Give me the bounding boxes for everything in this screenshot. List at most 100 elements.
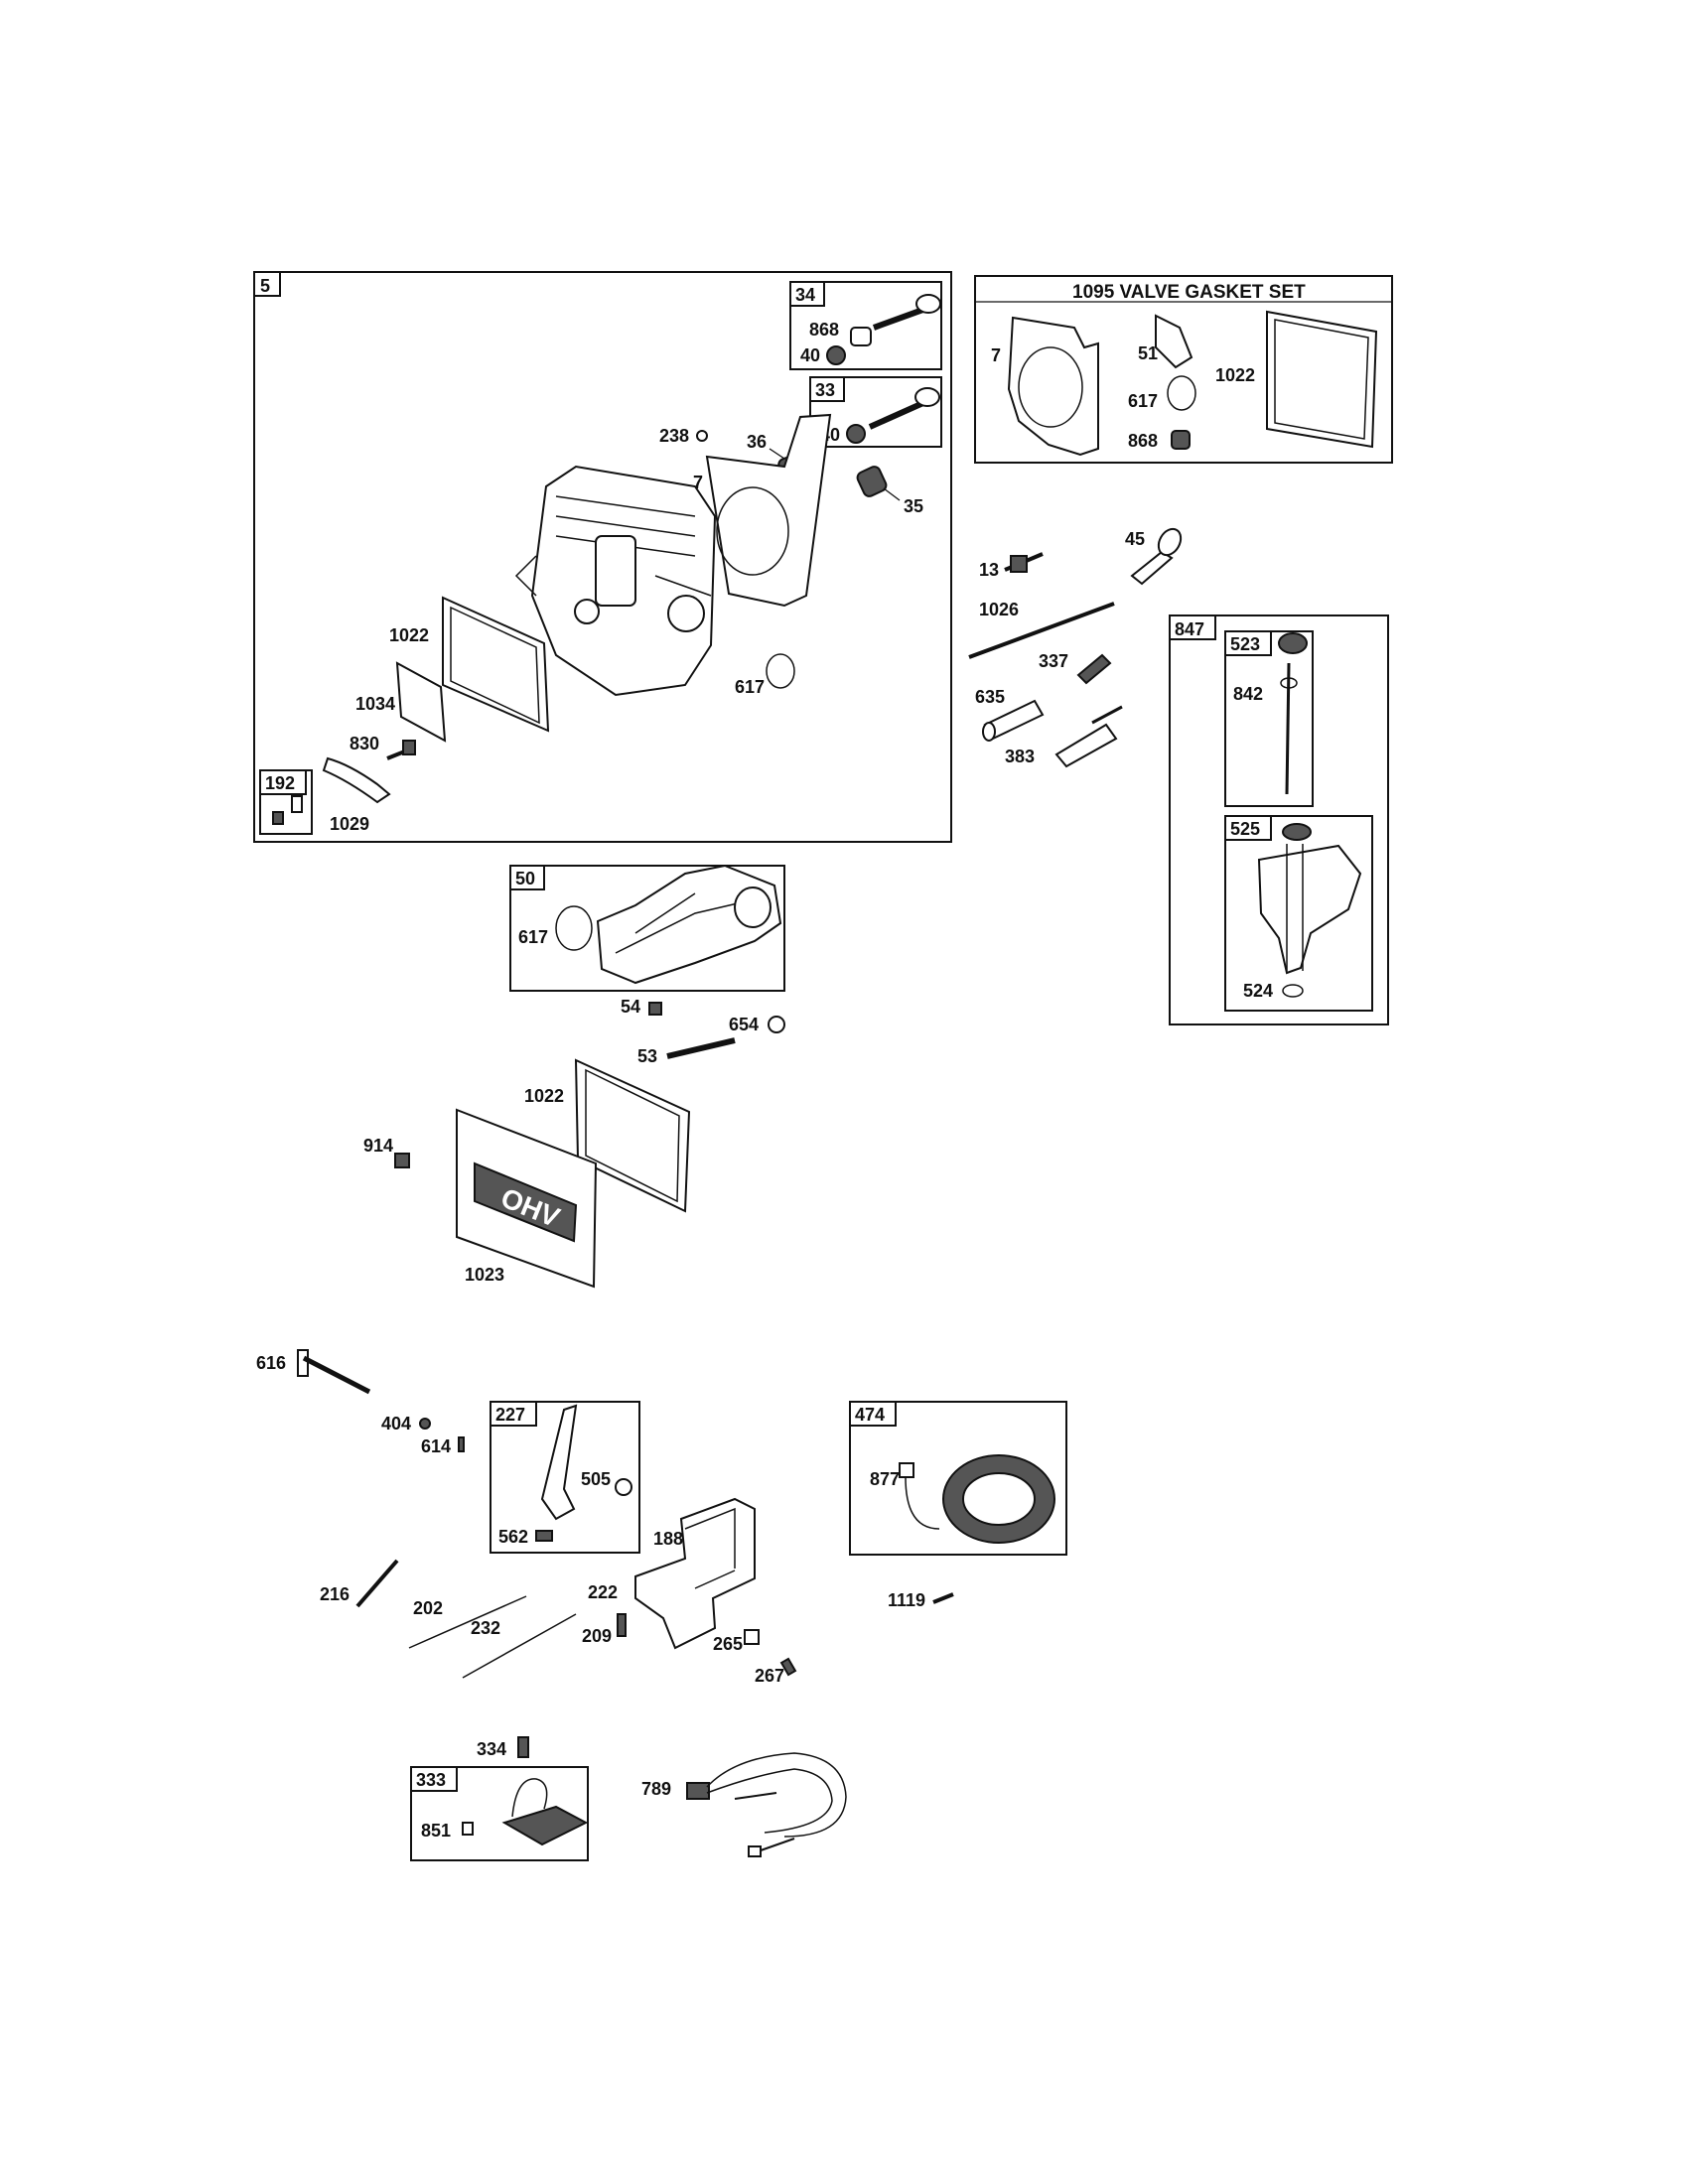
stud-icon bbox=[666, 1037, 736, 1059]
callout-1023: 1023 bbox=[465, 1265, 504, 1285]
callout-216: 216 bbox=[320, 1584, 350, 1604]
o-ring-icon bbox=[555, 905, 593, 951]
connector-icon bbox=[899, 1462, 914, 1478]
callout-1022-b: 1022 bbox=[1215, 365, 1255, 385]
rocker-stud-nut-icon bbox=[1010, 555, 1028, 573]
callout-232: 232 bbox=[471, 1618, 500, 1638]
group-192-tag-box bbox=[259, 769, 307, 795]
group-34-tag-box bbox=[789, 281, 825, 307]
harness-terminal-icon bbox=[748, 1845, 762, 1857]
controls-parts: 616 404 614 227 505 562 188 222 209 265 … bbox=[256, 1349, 797, 1686]
harness-lead-icon bbox=[760, 1838, 795, 1851]
valve-cover-gasket-inner bbox=[1274, 319, 1369, 440]
valve-seal-icon bbox=[826, 345, 846, 365]
valve-cover-assembly: 1022 914 OHV 1023 bbox=[363, 1058, 691, 1289]
intake-port-icon bbox=[734, 887, 772, 928]
callout-188: 188 bbox=[653, 1529, 683, 1549]
oil-fill-tube-lines bbox=[1286, 844, 1304, 971]
control-bracket-icon bbox=[634, 1497, 756, 1650]
o-ring-icon bbox=[1167, 375, 1196, 411]
group-192-tag: 192 bbox=[265, 773, 295, 793]
head-gasket-icon bbox=[705, 413, 832, 608]
alternator-wire-icon bbox=[905, 1476, 940, 1530]
callout-789: 789 bbox=[641, 1779, 671, 1799]
callout-830: 830 bbox=[350, 734, 379, 753]
valvetrain-parts: 45 13 1026 337 635 383 bbox=[968, 527, 1183, 768]
group-227-tag-box bbox=[490, 1401, 537, 1427]
callout-13: 13 bbox=[979, 560, 999, 580]
callout-36: 36 bbox=[747, 432, 767, 452]
group-525-tag-box bbox=[1224, 815, 1272, 841]
wire-icon bbox=[1091, 705, 1123, 725]
oil-fill-tube-top-icon bbox=[1282, 823, 1312, 841]
callout-7: 7 bbox=[693, 473, 703, 492]
valve-head-icon bbox=[915, 294, 941, 314]
leader-line bbox=[769, 448, 785, 460]
valve-cover-logo-band-icon bbox=[474, 1161, 578, 1243]
callout-1026: 1026 bbox=[979, 600, 1019, 619]
fitting-icon bbox=[291, 795, 303, 813]
harness-wire-icon bbox=[706, 1768, 833, 1834]
intake-gasket-icon bbox=[1155, 314, 1193, 369]
group-333-tag: 333 bbox=[416, 1770, 446, 1790]
valve-spring-icon bbox=[856, 466, 888, 497]
callout-1119: 1119 bbox=[888, 1590, 925, 1610]
cylinder-head-icon bbox=[514, 465, 717, 697]
callout-54: 54 bbox=[621, 997, 640, 1017]
valve-gasket-set: 1095 VALVE GASKET SET 7 51 617 868 1022 bbox=[974, 275, 1393, 464]
nut-icon bbox=[768, 1016, 785, 1033]
valve-stem-icon bbox=[868, 399, 927, 430]
callout-404: 404 bbox=[381, 1414, 411, 1433]
governor-lever-icon bbox=[540, 1404, 578, 1521]
nut-icon bbox=[615, 1478, 632, 1496]
breather-plate-icon bbox=[395, 661, 447, 743]
callout-1022: 1022 bbox=[389, 625, 429, 645]
bolt-icon bbox=[394, 1153, 410, 1168]
breather-tube-icon bbox=[322, 756, 391, 804]
callout-877: 877 bbox=[870, 1469, 900, 1489]
valve-seal-icon bbox=[846, 424, 866, 444]
callout-222: 222 bbox=[588, 1582, 618, 1602]
group-525-frame bbox=[1224, 815, 1373, 1012]
terminal-icon bbox=[1054, 723, 1118, 768]
nut-icon bbox=[696, 430, 708, 442]
spring-link-icon bbox=[355, 1559, 399, 1608]
intake-manifold-icon bbox=[596, 864, 782, 985]
callout-654: 654 bbox=[729, 1015, 759, 1034]
boot-end-icon bbox=[982, 722, 996, 742]
group-523-tag-box bbox=[1224, 630, 1272, 656]
valve-cover-gasket-icon bbox=[1266, 310, 1378, 449]
callout-914: 914 bbox=[363, 1136, 393, 1156]
valve-cover-gasket-icon bbox=[574, 1058, 691, 1213]
callout-635: 635 bbox=[975, 687, 1005, 707]
callout-505: 505 bbox=[581, 1469, 611, 1489]
group-34-frame bbox=[789, 281, 942, 370]
spring-icon bbox=[617, 1613, 627, 1637]
o-ring-icon bbox=[766, 653, 795, 689]
callout-337: 337 bbox=[1039, 651, 1068, 671]
push-rod-icon bbox=[968, 602, 1115, 659]
screw-icon bbox=[779, 1657, 797, 1677]
harness-lead-icon bbox=[734, 1792, 777, 1800]
dipstick-cap-icon bbox=[1278, 632, 1308, 654]
ignition-armature-icon bbox=[501, 1805, 589, 1846]
o-ring-icon bbox=[1282, 984, 1304, 998]
callout-617-b: 617 bbox=[1128, 391, 1158, 411]
oil-fill-tube-icon bbox=[1257, 844, 1362, 975]
gasket-set-title: 1095 VALVE GASKET SET bbox=[1072, 282, 1306, 303]
valve-stem-icon bbox=[872, 305, 930, 331]
screw-icon bbox=[517, 1736, 529, 1758]
harness-connector-icon bbox=[686, 1782, 710, 1800]
group-523-tag: 523 bbox=[1230, 634, 1260, 654]
callout-238: 238 bbox=[659, 426, 689, 446]
dipstick-blade-icon bbox=[1285, 662, 1291, 795]
group-50-intake: 50 51 617 bbox=[509, 864, 785, 992]
clip-icon bbox=[462, 1822, 474, 1836]
valve-seal-icon bbox=[1171, 430, 1191, 450]
callout-617-c: 617 bbox=[518, 927, 548, 947]
callout-868: 868 bbox=[809, 320, 839, 340]
tappet-head-icon bbox=[1157, 527, 1183, 557]
valve-cover-gasket-inner bbox=[585, 1068, 680, 1203]
group-5-frame bbox=[253, 271, 952, 843]
